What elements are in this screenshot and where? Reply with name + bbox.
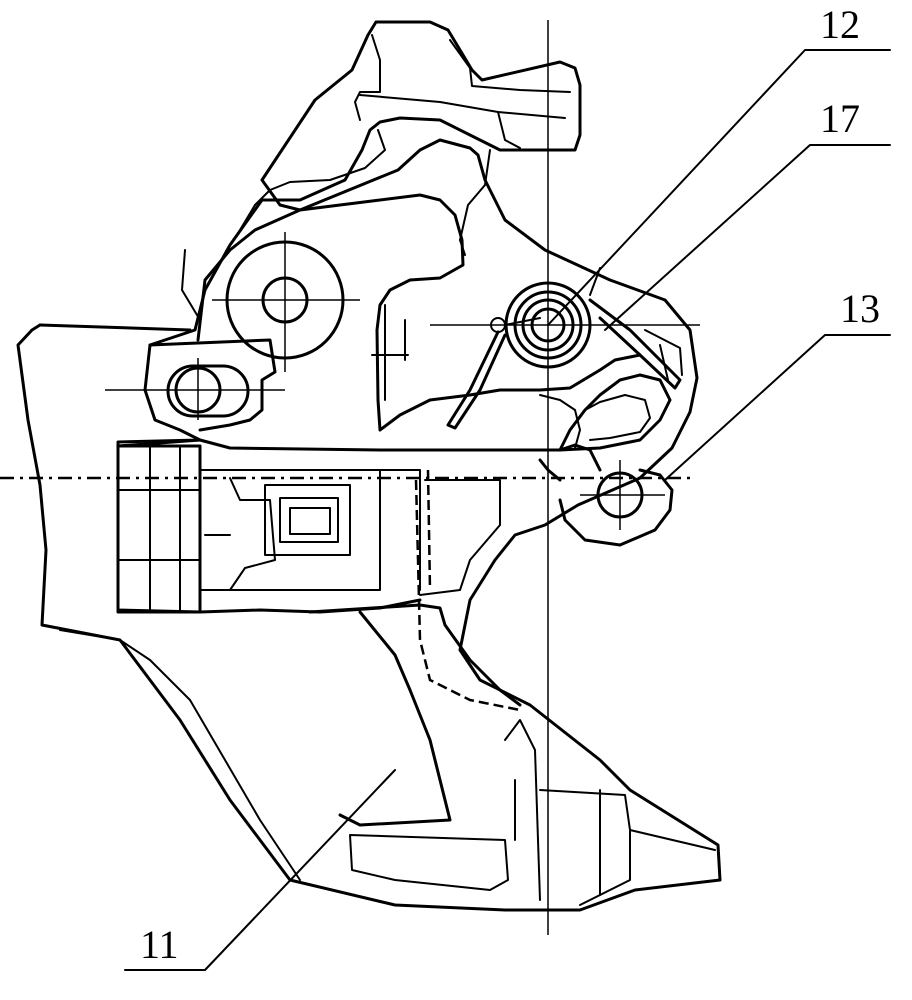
leader-lines <box>125 50 890 970</box>
latch-cam <box>540 375 672 545</box>
label-part-11: 11 <box>140 922 179 967</box>
label-part-12: 12 <box>820 2 860 47</box>
label-part-13: 13 <box>840 286 880 331</box>
upper-pivot-boss <box>212 232 360 372</box>
lock-bar <box>0 440 690 612</box>
inner-cavity <box>198 195 640 430</box>
left-slot-boss <box>105 340 285 430</box>
housing-outline <box>18 22 720 910</box>
label-part-17: 17 <box>820 96 860 141</box>
